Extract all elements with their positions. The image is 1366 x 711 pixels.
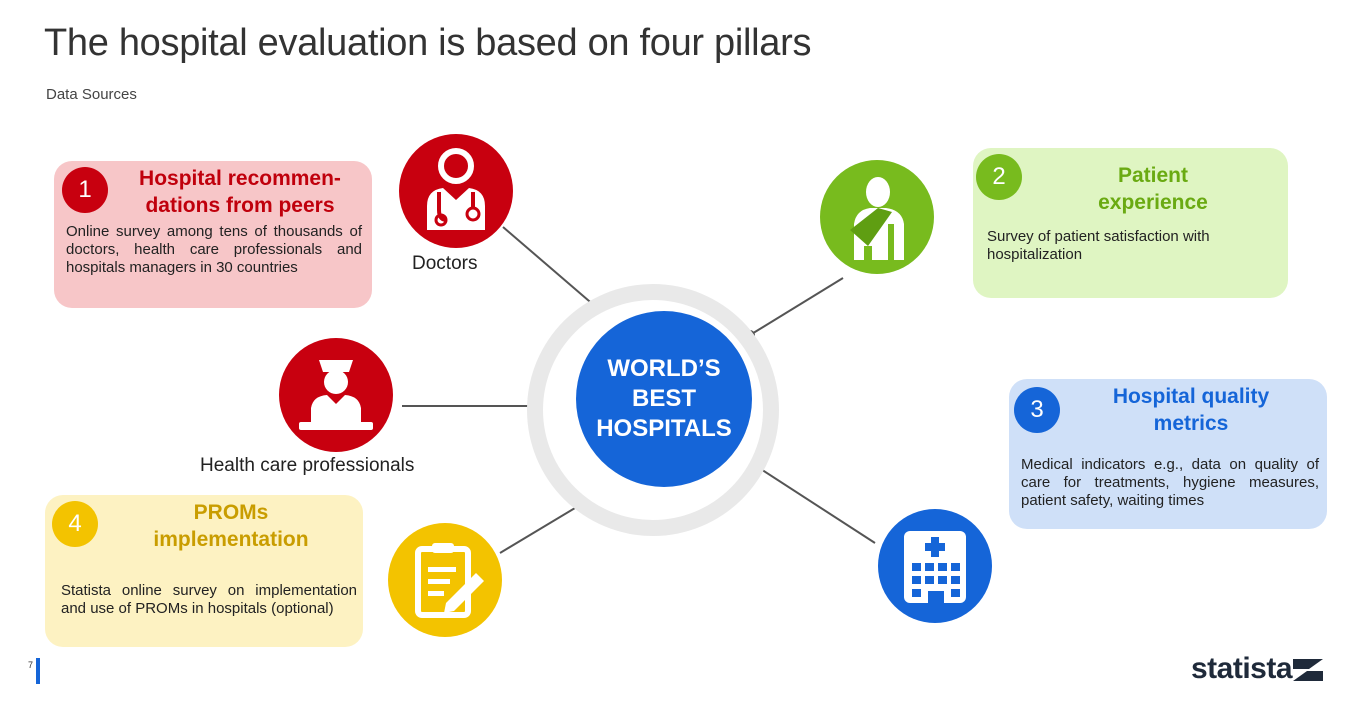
pillar-heading-4-line-2: implementation xyxy=(153,528,309,551)
pillar-box-2: 2 Patient experience Survey of patient s… xyxy=(973,148,1288,298)
connector-hospital xyxy=(748,459,876,544)
pillar-heading-2-line-1: Patient xyxy=(1117,164,1188,187)
center-line-3: HOSPITALS xyxy=(596,415,732,442)
pillar-body-1: Online survey among tens of thousands of… xyxy=(66,223,362,276)
nurse-icon xyxy=(279,338,393,452)
center-line-1: WORLD’S xyxy=(607,355,721,382)
pillar-number-3: 3 xyxy=(1014,387,1060,433)
pillar-heading-3: Hospital quality metrics xyxy=(1071,383,1311,437)
doctor-icon xyxy=(399,134,513,248)
pillar-heading-1-line-1: Hospital recommen- xyxy=(139,167,341,190)
pillar-body-3: Medical indicators e.g., data on quality… xyxy=(1021,456,1319,509)
pillar-number-2: 2 xyxy=(976,154,1022,200)
pillar-body-2: Survey of patient satisfaction with hosp… xyxy=(987,228,1210,263)
statista-logo-mark xyxy=(1293,659,1323,681)
pillar-heading-3-line-1: Hospital quality xyxy=(1112,385,1270,408)
patient-icon xyxy=(820,160,934,274)
statista-logo: statista xyxy=(1191,652,1293,685)
pillar-box-3: 3 Hospital quality metrics Medical indic… xyxy=(1009,379,1327,529)
hospital-icon xyxy=(878,509,992,623)
connector-doctors xyxy=(502,226,608,318)
pillar-heading-4: PROMs implementation xyxy=(115,499,347,553)
page-number: 7 xyxy=(28,660,34,670)
connector-patient xyxy=(745,277,844,340)
pillar-box-4: 4 PROMs implementation Statista online s… xyxy=(45,495,363,647)
pillar-body-4: Statista online survey on implementation… xyxy=(61,582,357,617)
health-care-professionals-caption: Health care professionals xyxy=(200,455,415,476)
pillar-number-4: 4 xyxy=(52,501,98,547)
pillar-heading-3-line-2: metrics xyxy=(1153,412,1229,435)
pillar-heading-4-line-1: PROMs xyxy=(193,501,269,524)
page-subtitle: Data Sources xyxy=(46,86,137,103)
center-line-2: BEST xyxy=(631,385,696,412)
page-accent-bar xyxy=(36,658,40,684)
pillar-box-1: 1 Hospital recommen- dations from peers … xyxy=(54,161,372,308)
pillar-heading-1-line-2: dations from peers xyxy=(145,194,335,217)
doctors-caption: Doctors xyxy=(412,253,478,274)
pillar-number-1: 1 xyxy=(62,167,108,213)
clipboard-icon xyxy=(388,523,502,637)
pillar-heading-2-line-2: experience xyxy=(1098,191,1208,214)
pillar-heading-2: Patient experience xyxy=(1053,162,1253,216)
pillar-heading-1: Hospital recommen- dations from peers xyxy=(124,165,356,219)
center-circle: WORLD’S BEST HOSPITALS xyxy=(576,311,752,487)
page-title: The hospital evaluation is based on four… xyxy=(44,22,812,64)
